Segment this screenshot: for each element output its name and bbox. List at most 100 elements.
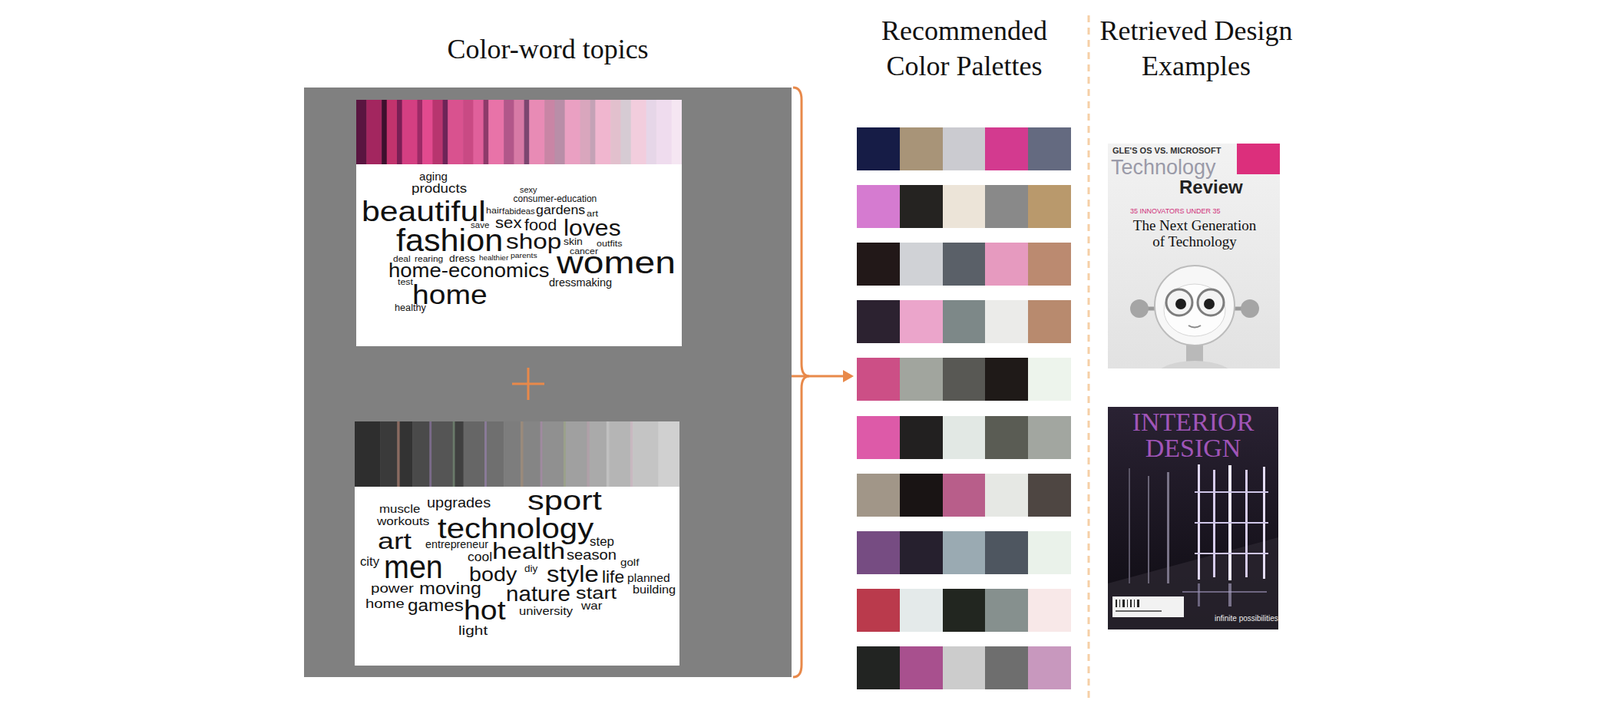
palette-swatch [942,531,986,575]
color-bar [354,421,381,487]
color-bar [595,99,611,165]
palette-swatch [942,127,986,171]
connector-arrow [791,370,854,383]
palette-swatch [942,242,986,286]
cloud-word: art [586,209,599,219]
palette-swatch [856,531,900,575]
column-heading: Retrieved Design Examples [1084,13,1308,84]
palette-swatch [899,588,943,632]
color-bar [565,99,581,165]
panel-heading: Color-word topics [273,31,823,67]
color-bar [442,99,449,165]
cloud-word: muscle [379,503,420,516]
color-bar [356,99,367,165]
palette-swatch [985,357,1029,401]
color-bar [646,99,658,165]
word-cloud-box: muscleupgradessportworkoutstechnologyart… [354,421,680,666]
dashed-divider [1087,15,1091,699]
palette-swatch [985,300,1029,344]
color-bar [412,421,430,487]
cover-masthead: Technology [1110,157,1217,179]
palette-swatch [899,127,943,171]
word-cloud-box: agingproductssexyconsumer-educationbeaut… [356,99,682,347]
palette-swatch [985,416,1029,460]
palette-swatch [985,242,1029,286]
color-bar [671,99,682,165]
cover-headline: The Next Generation of Technology [1125,217,1264,250]
color-bar [554,99,566,165]
cover-text: 35 INNOVATORS UNDER 35 [1130,207,1221,216]
color-bar [463,421,486,487]
color-bar [462,99,474,165]
color-strip [354,421,680,487]
color-bar [400,421,414,487]
cloud-word: style [546,563,599,586]
cover-text: GLE'S OS VS. MICROSOFT [1112,145,1221,156]
plus-bar [527,367,530,400]
palette-swatch [856,357,900,401]
cloud-word: building [632,584,676,596]
color-bar [447,99,463,165]
palette-swatch [856,185,900,229]
color-bar [483,99,490,165]
color-bar [402,99,418,165]
palette-swatch [1028,646,1072,690]
color-bar [488,99,504,165]
color-bar [590,99,596,165]
palette-swatch [942,357,986,401]
palette-swatch [942,300,986,344]
cloud-word: aging [419,171,448,183]
cloud-word: season [566,548,617,563]
color-bar [386,99,398,165]
color-bar [580,99,592,165]
palette-swatch [1028,357,1072,401]
magazine-cover [1107,406,1279,630]
color-bar [432,99,443,165]
palette-swatch [899,416,943,460]
cloud-word: war [581,600,602,612]
palette-swatch [856,300,900,344]
cover-masthead: Review [1179,178,1243,197]
palette-swatch [856,127,900,171]
color-bar [503,99,515,165]
cloud-word: cool [467,551,493,564]
palette-swatch [1028,531,1072,575]
cloud-word: consumer-education [513,194,598,204]
cloud-word: power [370,581,414,596]
magazine-cover [1107,143,1280,369]
cloud-word: nature [505,583,571,605]
cloud-word: test [397,277,414,287]
palette-swatch [1028,300,1072,344]
palette-swatch [1028,416,1072,460]
palette-swatch [942,646,986,690]
cloud-word: games [407,597,464,615]
color-strip [356,99,682,165]
color-bar [589,421,608,487]
palette-swatch [899,531,943,575]
cloud-word: men [383,551,443,585]
cloud-word: hair [485,206,503,215]
color-bar [472,99,484,165]
color-bar [366,99,382,165]
topic-panel: Color-word topicsagingproductssexyconsum… [304,87,792,678]
color-bar [608,421,631,487]
cloud-word: dressmaking [548,277,612,289]
cloud-word: parents [510,252,538,260]
palette-swatch [856,416,900,460]
arrow-head [842,370,854,383]
palette-swatch [1028,185,1072,229]
palette-swatch [899,242,943,286]
cloud-word: shop [505,231,562,253]
connector-line [791,375,843,378]
palette-swatch [1028,588,1072,632]
cloud-word: home [365,597,405,611]
color-bar [513,99,525,165]
palette-swatch [856,646,900,690]
cloud-word: hot [463,597,506,625]
cover-text: infinite possibilities [1214,614,1279,624]
palette-swatch [985,588,1029,632]
palette-swatch [942,588,986,632]
cloud-word: light [458,624,488,638]
